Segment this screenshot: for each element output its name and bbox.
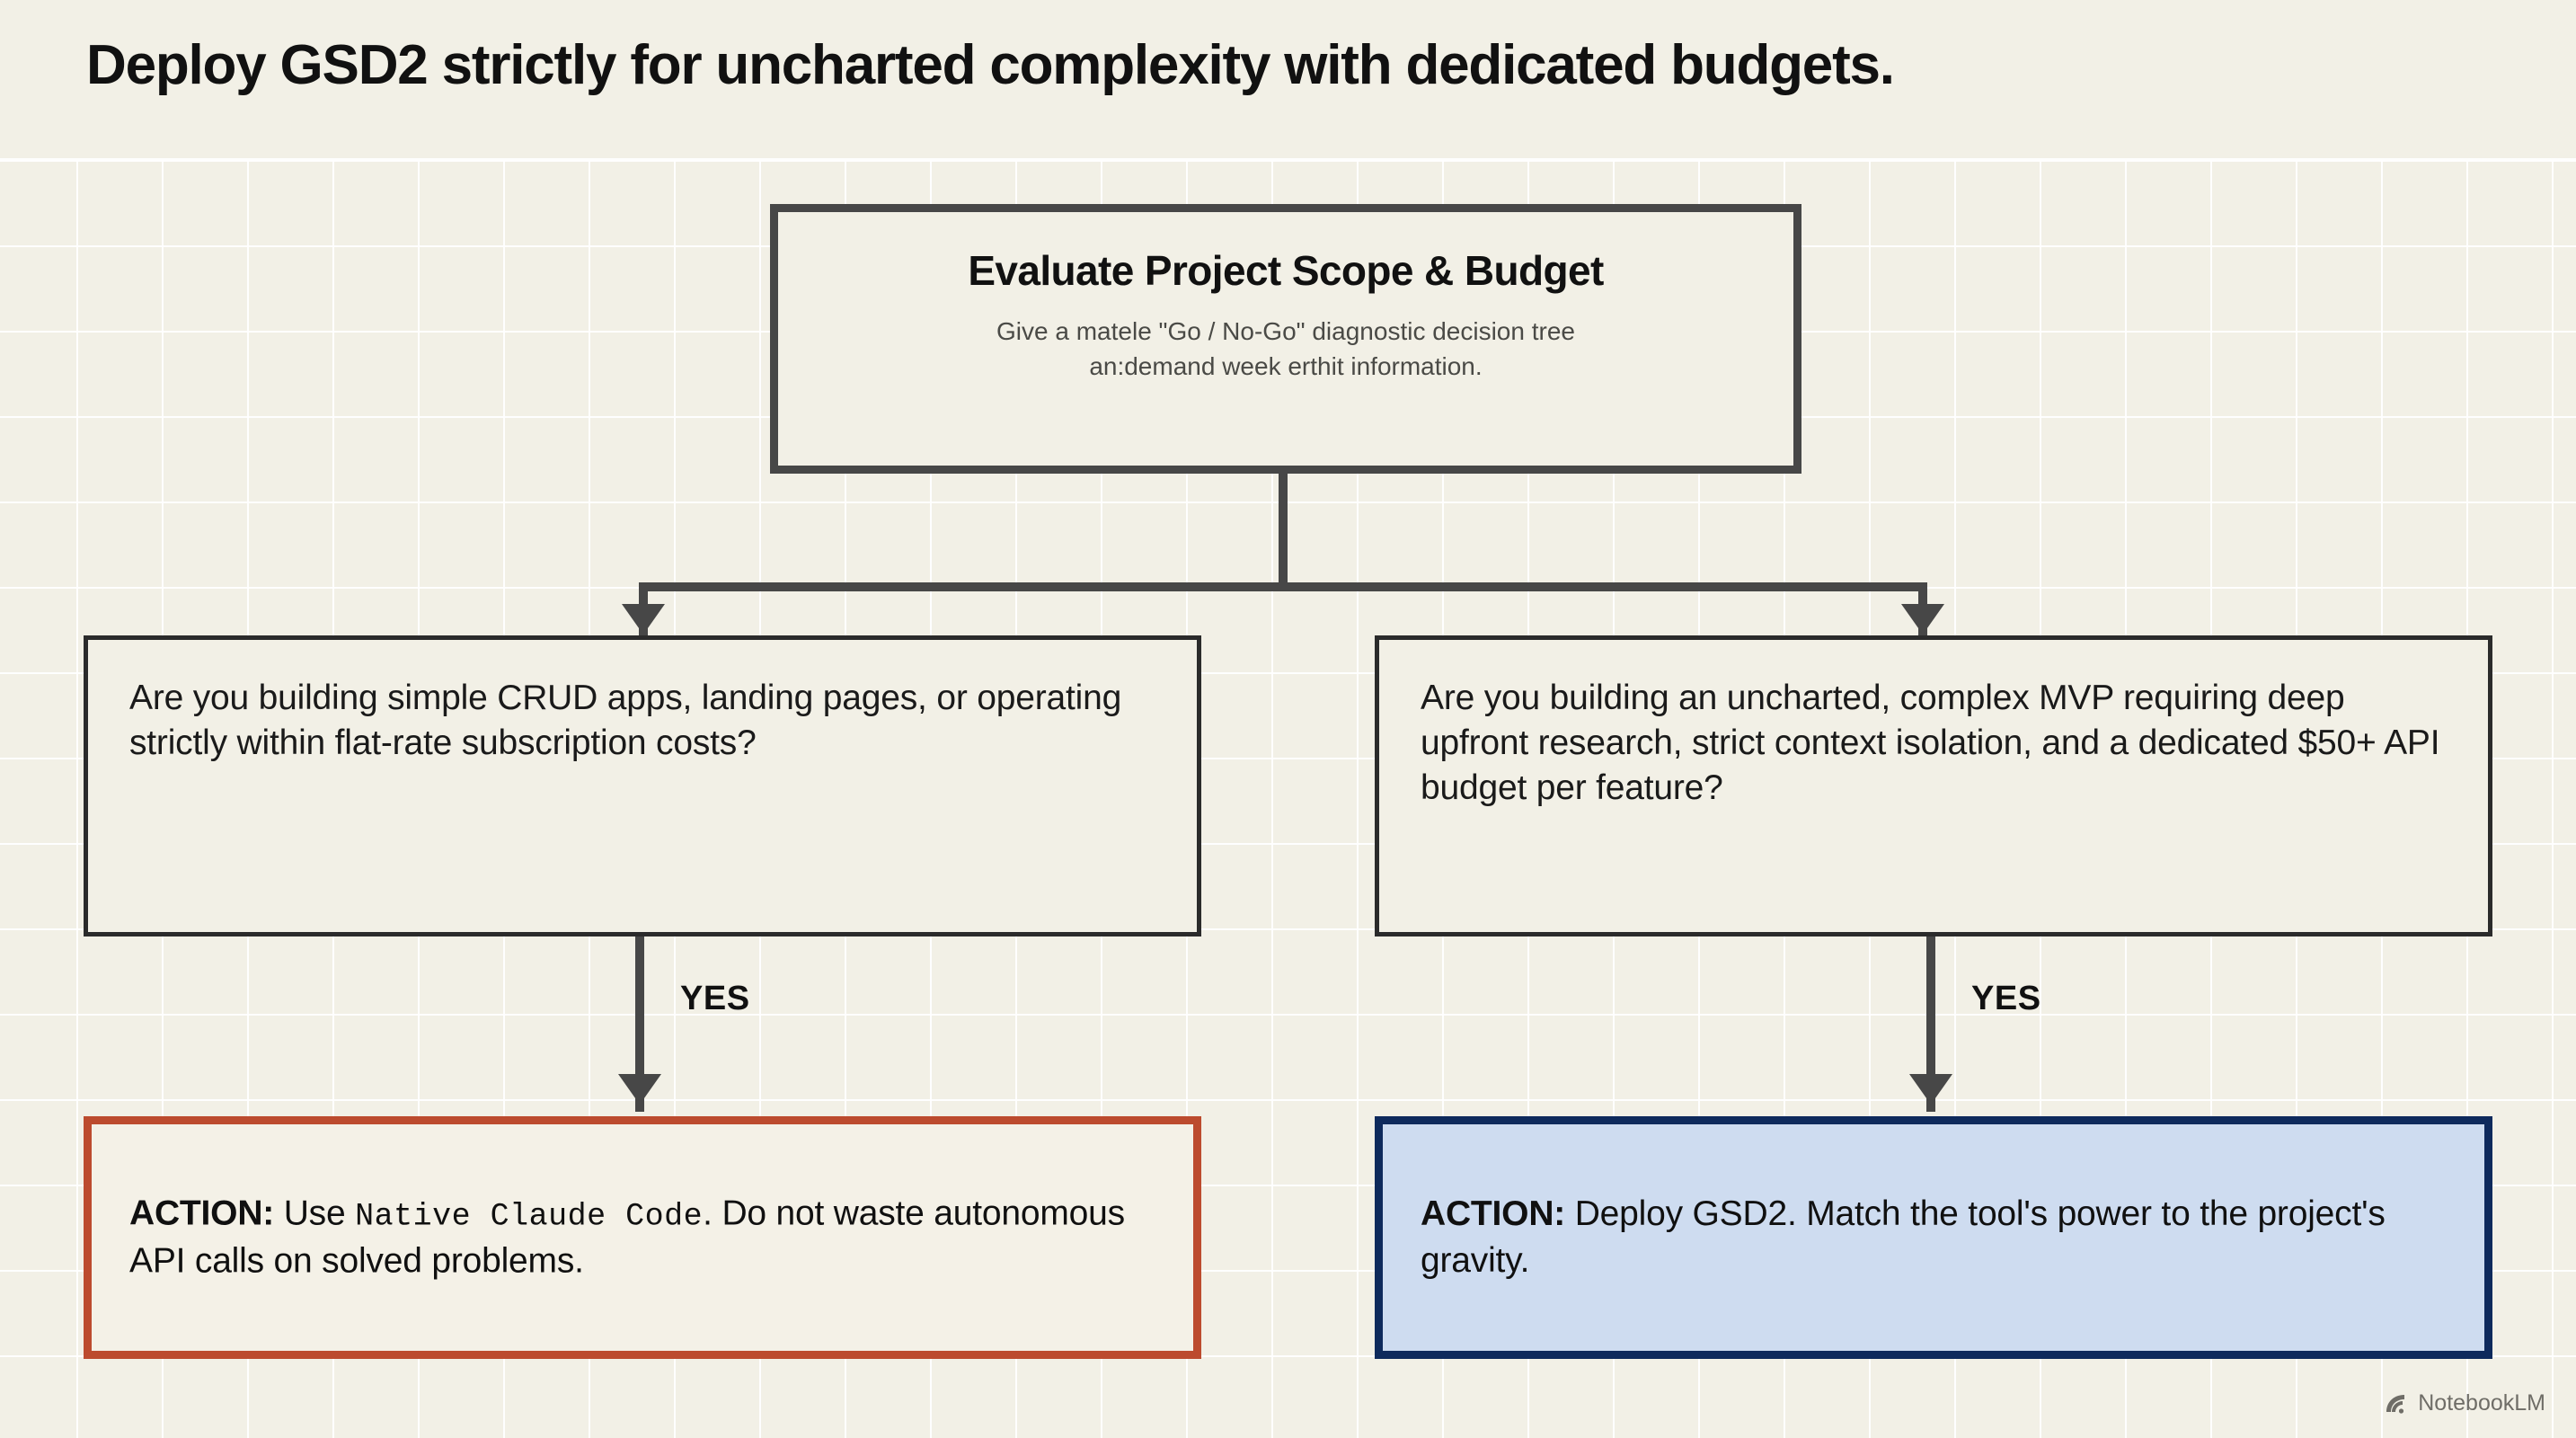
connector-root-stem: [1279, 474, 1288, 590]
edge-label-left-yes: YES: [680, 980, 750, 1017]
root-node-subtitle-line1: Give a matele "Go / No-Go" diagnostic de…: [996, 317, 1575, 345]
connector-split-bar: [639, 582, 1927, 591]
notebooklm-logo-icon: [2384, 1392, 2409, 1416]
arrow-head-left-yes: [618, 1074, 661, 1105]
question-node-right: Are you building an uncharted, complex M…: [1375, 635, 2492, 936]
question-node-left-text: Are you building simple CRUD apps, landi…: [129, 679, 1122, 762]
action-node-right-text: ACTION: Deploy GSD2. Match the tool's po…: [1383, 1191, 2484, 1285]
action-node-right-body: Deploy GSD2. Match the tool's power to t…: [1421, 1194, 2386, 1280]
arrow-head-right-branch: [1901, 604, 1944, 635]
arrow-head-left-branch: [622, 604, 665, 635]
root-node: Evaluate Project Scope & Budget Give a m…: [770, 204, 1801, 474]
action-node-left-label: ACTION:: [129, 1194, 275, 1233]
action-node-right-label: ACTION:: [1421, 1194, 1566, 1233]
action-node-left-part2: . Do not waste autonomous API calls on s…: [129, 1194, 1125, 1281]
root-node-heading: Evaluate Project Scope & Budget: [968, 247, 1604, 294]
watermark-label: NotebookLM: [2418, 1390, 2545, 1416]
connector-left-yes: [635, 936, 644, 1112]
watermark: NotebookLM: [2384, 1390, 2545, 1416]
action-node-right: ACTION: Deploy GSD2. Match the tool's po…: [1375, 1116, 2492, 1359]
question-node-left: Are you building simple CRUD apps, landi…: [84, 635, 1201, 936]
question-node-right-text: Are you building an uncharted, complex M…: [1421, 679, 2440, 807]
action-node-left-mono: Native Claude Code: [355, 1198, 704, 1235]
root-node-subtitle: Give a matele "Go / No-Go" diagnostic de…: [778, 315, 1793, 384]
action-node-left: ACTION: Use Native Claude Code. Do not w…: [84, 1116, 1201, 1359]
arrow-head-right-yes: [1909, 1074, 1952, 1105]
edge-label-right-yes: YES: [1971, 980, 2041, 1017]
root-node-subtitle-line2: an:demand week erthit information.: [1089, 351, 1483, 380]
grid-top-rule: [0, 158, 2576, 161]
action-node-left-text: ACTION: Use Native Claude Code. Do not w…: [92, 1190, 1193, 1284]
page-title: Deploy GSD2 strictly for uncharted compl…: [86, 34, 1895, 96]
action-node-left-part1: Use: [274, 1194, 356, 1233]
connector-right-yes: [1926, 936, 1935, 1112]
